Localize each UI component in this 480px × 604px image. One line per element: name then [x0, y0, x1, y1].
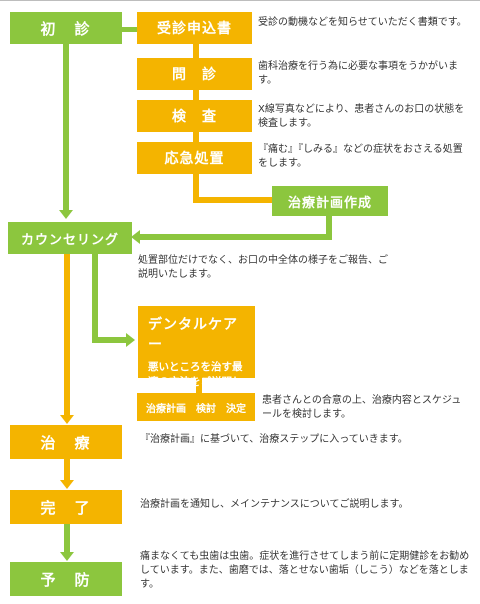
connector-keikaku-counseling — [140, 234, 332, 240]
desc-oukyu: 『痛む』『しみる』などの症状をおさえる処置をします。 — [258, 144, 463, 169]
arrow-left-icon — [131, 230, 140, 244]
connector-chiryo-kanryo — [64, 456, 70, 480]
connector-shoshin-counseling — [63, 42, 69, 210]
desc-monshin: 歯科治療を行う為に必要な事項をうかがいます。 — [258, 61, 458, 86]
sub-step-kensa: 検 査 — [137, 100, 252, 132]
desc-chiryo: 『治療計画』に基づいて、治療ステップに入っていきます。 — [140, 434, 408, 445]
desc-juushin: 受診の動機などを知らせていただく書類です。 — [258, 17, 467, 28]
desc-counseling: 処置部位だけでなく、お口の中全体の様子をご報告、ご説明いたします。 — [138, 255, 388, 280]
top-divider — [0, 0, 480, 1]
sub-step-dental-care: デンタルケアー 悪いところを治す最適の方法をご説明します。 — [138, 306, 255, 403]
connector-counseling-dental — [92, 250, 98, 343]
desc-kensa: X線写真などにより、患者さんのお口の状態を検査します。 — [258, 104, 465, 129]
arrow-down-icon — [59, 210, 73, 219]
connector-dental-kettei — [196, 375, 202, 395]
step-chiryo: 治 療 — [10, 425, 122, 459]
sub-step-kettei: 治療計画 検討 決定 — [137, 393, 255, 421]
arrow-down-icon — [60, 415, 74, 424]
arrow-down-icon — [60, 480, 74, 489]
desc-kettei: 患者さんとの合意の上、治療内容とスケジュールを検討します。 — [262, 395, 462, 420]
connector-keikaku-down — [326, 215, 332, 237]
sub-step-keikaku: 治療計画作成 — [272, 186, 388, 216]
arrow-down-icon — [60, 552, 74, 561]
dental-care-title: デンタルケアー — [148, 317, 238, 353]
step-yobo: 予 防 — [10, 562, 122, 596]
desc-yobo: 痛まなくても虫歯は虫歯。症状を進行させてしまう前に定期健診をお勧めしています。ま… — [140, 551, 470, 590]
sub-step-juushin: 受診申込書 — [137, 12, 252, 44]
step-kanryo: 完 了 — [10, 490, 122, 524]
connector-counseling-chiryo — [64, 250, 70, 415]
step-counseling: カウンセリング — [8, 222, 132, 254]
sub-step-monshin: 問 診 — [137, 58, 252, 90]
step-shoshin: 初 診 — [10, 12, 122, 44]
sub-step-oukyu: 応急処置 — [137, 142, 252, 174]
desc-kanryo: 治療計画を通知し、メインテナンスについてご説明します。 — [140, 499, 409, 510]
connector-to-keikaku — [193, 197, 273, 203]
connector-shoshin-juushin — [120, 27, 138, 32]
arrow-right-icon — [126, 333, 135, 347]
connector-dental-horizontal — [92, 337, 126, 343]
connector-kanryo-yobo — [64, 524, 70, 552]
